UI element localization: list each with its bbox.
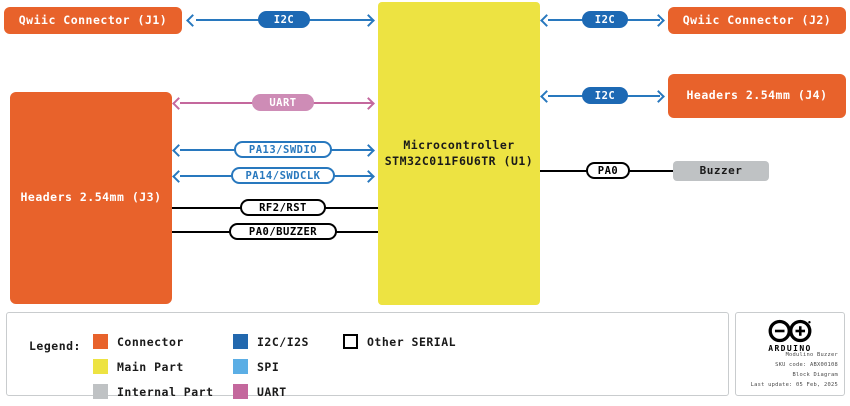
legend-label-spi: SPI bbox=[257, 359, 280, 374]
arrowhead-right-j4 bbox=[652, 89, 665, 103]
legend-item-internal-part: Internal Part bbox=[93, 381, 214, 402]
meta-last-update: Last update: 05 Feb, 2025 bbox=[750, 382, 838, 388]
block-label-u1: Microcontroller STM32C011F6U6TR (U1) bbox=[385, 138, 533, 169]
block-label-j3: Headers 2.54mm (J3) bbox=[20, 190, 162, 205]
signal-pill-i2c-j2[interactable]: I2C bbox=[582, 11, 628, 28]
arrowhead-left-j1 bbox=[186, 13, 199, 27]
legend-column-parts: Connector Main Part Internal Part bbox=[93, 331, 214, 406]
title-block-metadata: Modulino Buzzer SKU code: ABX00108 Block… bbox=[740, 350, 838, 390]
arduino-logo: ARDUINO bbox=[736, 319, 844, 353]
arduino-infinity-icon bbox=[768, 319, 812, 343]
arrowhead-right-u1-uart bbox=[362, 96, 375, 110]
signal-pill-label: I2C bbox=[594, 89, 616, 102]
block-headers-j3[interactable]: Headers 2.54mm (J3) bbox=[10, 92, 172, 304]
legend-item-spi: SPI bbox=[233, 356, 309, 377]
legend-column-buses: I2C/I2S SPI UART bbox=[233, 331, 309, 406]
arrowhead-left-j3-uart bbox=[172, 96, 185, 110]
signal-pill-label: I2C bbox=[273, 13, 295, 26]
signal-pill-i2c-j4[interactable]: I2C bbox=[582, 87, 628, 104]
meta-sku-code: SKU code: ABX00108 bbox=[775, 362, 838, 368]
legend-item-connector: Connector bbox=[93, 331, 214, 352]
legend-item-other-serial: Other SERIAL bbox=[343, 331, 456, 352]
signal-pill-pa14-swdclk[interactable]: PA14/SWDCLK bbox=[231, 167, 335, 184]
signal-pill-label: UART bbox=[269, 96, 297, 109]
block-label-u1-line1: Microcontroller bbox=[403, 137, 515, 152]
block-qwiic-connector-j1[interactable]: Qwiic Connector (J1) bbox=[4, 7, 182, 34]
block-microcontroller-u1[interactable]: Microcontroller STM32C011F6U6TR (U1) bbox=[378, 2, 540, 305]
legend-item-i2c: I2C/I2S bbox=[233, 331, 309, 352]
signal-pill-label: RF2/RST bbox=[259, 201, 307, 214]
legend-label-other-serial: Other SERIAL bbox=[367, 334, 457, 349]
legend-swatch-internal-part bbox=[93, 384, 108, 399]
signal-pill-pa0-buzzer[interactable]: PA0/BUZZER bbox=[229, 223, 337, 240]
legend-panel: Legend: Connector Main Part Internal Par… bbox=[6, 312, 729, 399]
legend-label-i2c: I2C/I2S bbox=[257, 334, 309, 349]
signal-pill-rf2-rst[interactable]: RF2/RST bbox=[240, 199, 326, 216]
legend-label-uart: UART bbox=[257, 384, 287, 399]
legend-item-uart: UART bbox=[233, 381, 309, 402]
signal-pill-pa13-swdio[interactable]: PA13/SWDIO bbox=[234, 141, 332, 158]
arduino-wordmark: ARDUINO bbox=[768, 344, 812, 353]
signal-pill-label: PA0 bbox=[597, 164, 619, 177]
signal-pill-uart[interactable]: UART bbox=[252, 94, 314, 111]
legend-swatch-uart bbox=[233, 384, 248, 399]
legend-column-other: Other SERIAL bbox=[343, 331, 456, 356]
legend-swatch-other-serial bbox=[343, 334, 358, 349]
arrowhead-left-j3-swdclk bbox=[172, 169, 185, 183]
arrowhead-right-u1-swdclk bbox=[362, 169, 375, 183]
meta-document-type: Block Diagram bbox=[792, 372, 838, 378]
legend-swatch-connector bbox=[93, 334, 108, 349]
legend-swatch-main-part bbox=[93, 359, 108, 374]
legend-label-main-part: Main Part bbox=[117, 359, 184, 374]
legend-swatch-spi bbox=[233, 359, 248, 374]
block-label-j2: Qwiic Connector (J2) bbox=[682, 12, 832, 27]
signal-pill-i2c-j1[interactable]: I2C bbox=[258, 11, 310, 28]
arrowhead-right-j2 bbox=[652, 13, 665, 27]
arrowhead-right-u1-swdio bbox=[362, 143, 375, 157]
legend-item-main-part: Main Part bbox=[93, 356, 214, 377]
block-label-buzzer: Buzzer bbox=[699, 163, 743, 177]
arrowhead-left-u1-i2c2 bbox=[540, 13, 553, 27]
arrowhead-left-u1-i2c3 bbox=[540, 89, 553, 103]
title-block-panel: ARDUINO Modulino Buzzer SKU code: ABX001… bbox=[735, 312, 845, 396]
signal-pill-label: I2C bbox=[594, 13, 616, 26]
signal-pill-label: PA13/SWDIO bbox=[248, 143, 318, 156]
block-label-u1-line2: STM32C011F6U6TR (U1) bbox=[384, 153, 534, 168]
block-buzzer[interactable]: Buzzer bbox=[673, 161, 769, 181]
arrowhead-left-j3-swdio bbox=[172, 143, 185, 157]
block-headers-j4[interactable]: Headers 2.54mm (J4) bbox=[668, 74, 846, 118]
arrowhead-right-u1-i2c1 bbox=[362, 13, 375, 27]
signal-pill-label: PA14/SWDCLK bbox=[245, 169, 321, 182]
legend-label-internal-part: Internal Part bbox=[117, 384, 214, 399]
legend-title: Legend: bbox=[29, 339, 81, 353]
block-label-j4: Headers 2.54mm (J4) bbox=[686, 88, 828, 103]
signal-pill-label: PA0/BUZZER bbox=[248, 225, 318, 238]
block-label-j1: Qwiic Connector (J1) bbox=[18, 12, 168, 27]
meta-product-name: Modulino Buzzer bbox=[785, 352, 838, 358]
legend-swatch-i2c bbox=[233, 334, 248, 349]
block-qwiic-connector-j2[interactable]: Qwiic Connector (J2) bbox=[668, 7, 846, 34]
signal-pill-pa0[interactable]: PA0 bbox=[586, 162, 630, 179]
legend-label-connector: Connector bbox=[117, 334, 184, 349]
